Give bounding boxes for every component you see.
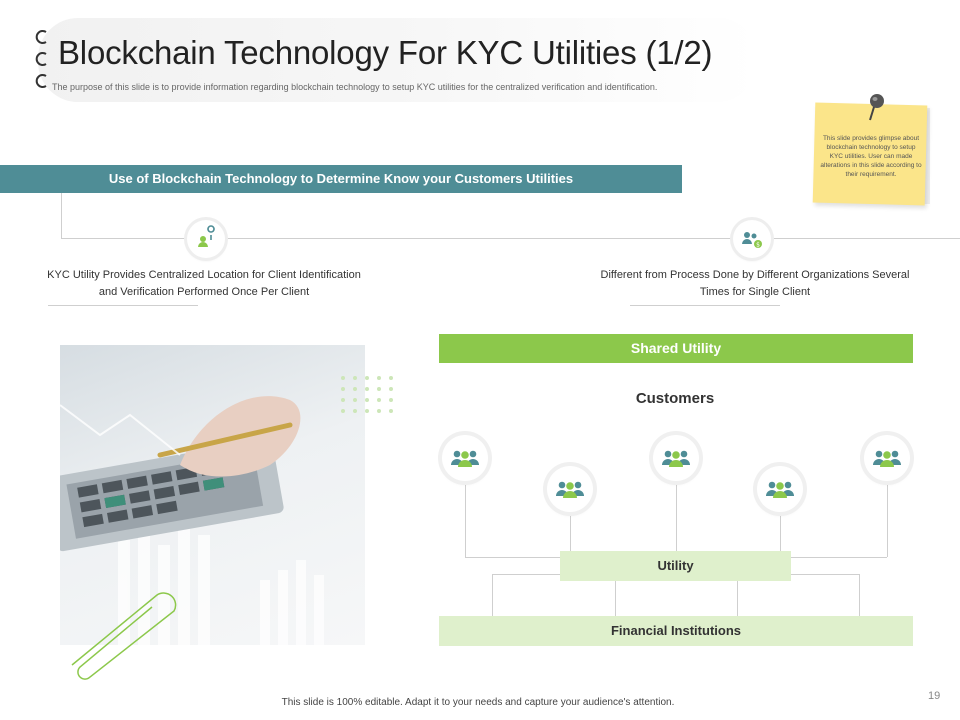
binder-rings-icon [35,30,47,88]
tree-line [676,481,677,551]
feature-underline-1 [48,305,198,306]
tree-line [790,557,887,558]
tree-line [465,557,561,558]
paperclip-decoration [71,592,177,680]
tree-line [737,581,738,616]
feature-text-2: Different from Process Done by Different… [600,269,910,298]
utility-label: Utility [657,558,694,573]
page-title: Blockchain Technology For KYC Utilities … [58,34,713,71]
tree-line [615,581,616,616]
calculator-photo [60,345,365,645]
shared-utility-bar [439,334,913,363]
section-banner [0,165,682,193]
shared-utility-label: Shared Utility [630,340,722,356]
tree-line [465,481,466,557]
feature-underline-2 [630,305,780,306]
svg-text:$: $ [756,242,760,249]
footer-text: This slide is 100% editable. Adapt it to… [281,697,675,708]
page-number: 19 [928,690,941,702]
pushpin-icon [869,94,884,121]
tree-line [887,481,888,557]
tree-line [570,513,571,551]
feature-text-1: KYC Utility Provides Centralized Locatio… [47,269,361,298]
utility-box [560,551,791,581]
page-subtitle: The purpose of this slide is to provide … [52,82,658,92]
tree-line [492,574,560,575]
tree-line [492,574,493,616]
section-banner-label: Use of Blockchain Technology to Determin… [108,171,574,186]
customer-group-icon [864,435,910,481]
connector-line [61,193,62,238]
customers-label: Customers [635,390,715,407]
feature-icon-2: $ [733,220,771,258]
users-dollar-icon: $ [742,232,762,249]
tree-line [790,574,860,575]
customer-group-icon [757,466,803,512]
customer-group-icon [653,435,699,481]
timeline-line [61,238,960,239]
sticky-note-text: This slide provides glimpse about blockc… [820,135,922,178]
tree-line [780,513,781,551]
financial-institutions-box [439,616,913,646]
financial-institutions-label: Financial Institutions [610,623,741,638]
dot-pattern [341,376,393,413]
customer-group-icon [442,435,488,481]
customer-group-icon [547,466,593,512]
title-background [38,18,758,102]
tree-line [859,574,860,616]
user-location-icon [198,225,215,247]
feature-icon-1 [187,220,225,258]
